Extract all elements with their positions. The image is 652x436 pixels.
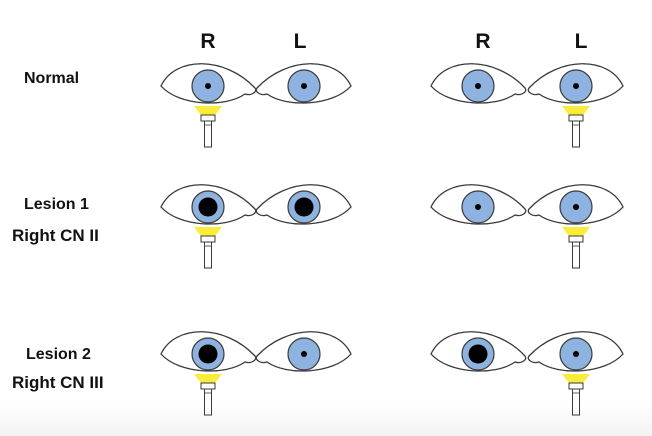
row-sublabel-lesion1: Right CN II <box>12 226 99 245</box>
light-beam <box>562 106 590 115</box>
row-label-lesion2: Lesion 2 <box>26 346 91 363</box>
row-sublabel-lesion2: Right CN III <box>12 373 104 392</box>
bottom-shadow <box>0 404 652 436</box>
eye-r-row1-group2 <box>430 63 527 104</box>
eye-l-row2-group1 <box>255 184 352 225</box>
pupil-dilated <box>468 344 488 364</box>
eye-l-row3-group1 <box>255 331 352 372</box>
penlight-head <box>200 382 216 390</box>
pupil-dilated <box>294 197 314 217</box>
pupil-dilated <box>198 197 218 217</box>
eye-r-row2-group2 <box>430 184 527 225</box>
penlight-head <box>200 235 216 243</box>
pupil-constricted <box>205 83 211 89</box>
penlight-head <box>200 114 216 122</box>
penlight-head <box>568 235 584 243</box>
penlight-handle <box>204 120 212 148</box>
eye-r-row3-group2 <box>430 331 527 372</box>
header-left-eye-group2: L <box>574 30 588 53</box>
eye-l-row1-group2 <box>527 63 624 104</box>
penlight-head <box>568 382 584 390</box>
header-right-eye-group1: R <box>200 30 216 53</box>
pupil-dilated <box>198 344 218 364</box>
eye-r-row1-group1 <box>160 63 257 104</box>
row-label-lesion1: Lesion 1 <box>24 196 89 213</box>
penlight-handle <box>572 120 580 148</box>
penlight-row3-group1 <box>194 374 222 416</box>
penlight-row3-group2 <box>562 374 590 416</box>
pupil-constricted <box>573 351 579 357</box>
penlight-row1-group2 <box>562 106 590 148</box>
eye-l-row3-group2 <box>527 331 624 372</box>
light-beam <box>194 227 222 236</box>
eye-l-row2-group2 <box>527 184 624 225</box>
penlight-row2-group1 <box>194 227 222 269</box>
eye-l-row1-group1 <box>255 63 352 104</box>
pupil-constricted <box>301 351 307 357</box>
pupil-constricted <box>573 83 579 89</box>
eye-r-row2-group1 <box>160 184 257 225</box>
pupil-constricted <box>301 83 307 89</box>
pupil-constricted <box>475 83 481 89</box>
pupil-constricted <box>573 204 579 210</box>
penlight-row1-group1 <box>194 106 222 148</box>
penlight-handle <box>204 241 212 269</box>
penlight-row2-group2 <box>562 227 590 269</box>
light-beam <box>562 227 590 236</box>
penlight-handle <box>572 388 580 416</box>
penlight-handle <box>572 241 580 269</box>
header-left-eye-group1: L <box>293 30 307 53</box>
light-beam <box>562 374 590 383</box>
penlight-head <box>568 114 584 122</box>
header-right-eye-group2: R <box>475 30 491 53</box>
eye-r-row3-group1 <box>160 331 257 372</box>
pupil-constricted <box>475 204 481 210</box>
penlight-handle <box>204 388 212 416</box>
light-beam <box>194 106 222 115</box>
light-beam <box>194 374 222 383</box>
row-label-normal: Normal <box>24 70 80 87</box>
